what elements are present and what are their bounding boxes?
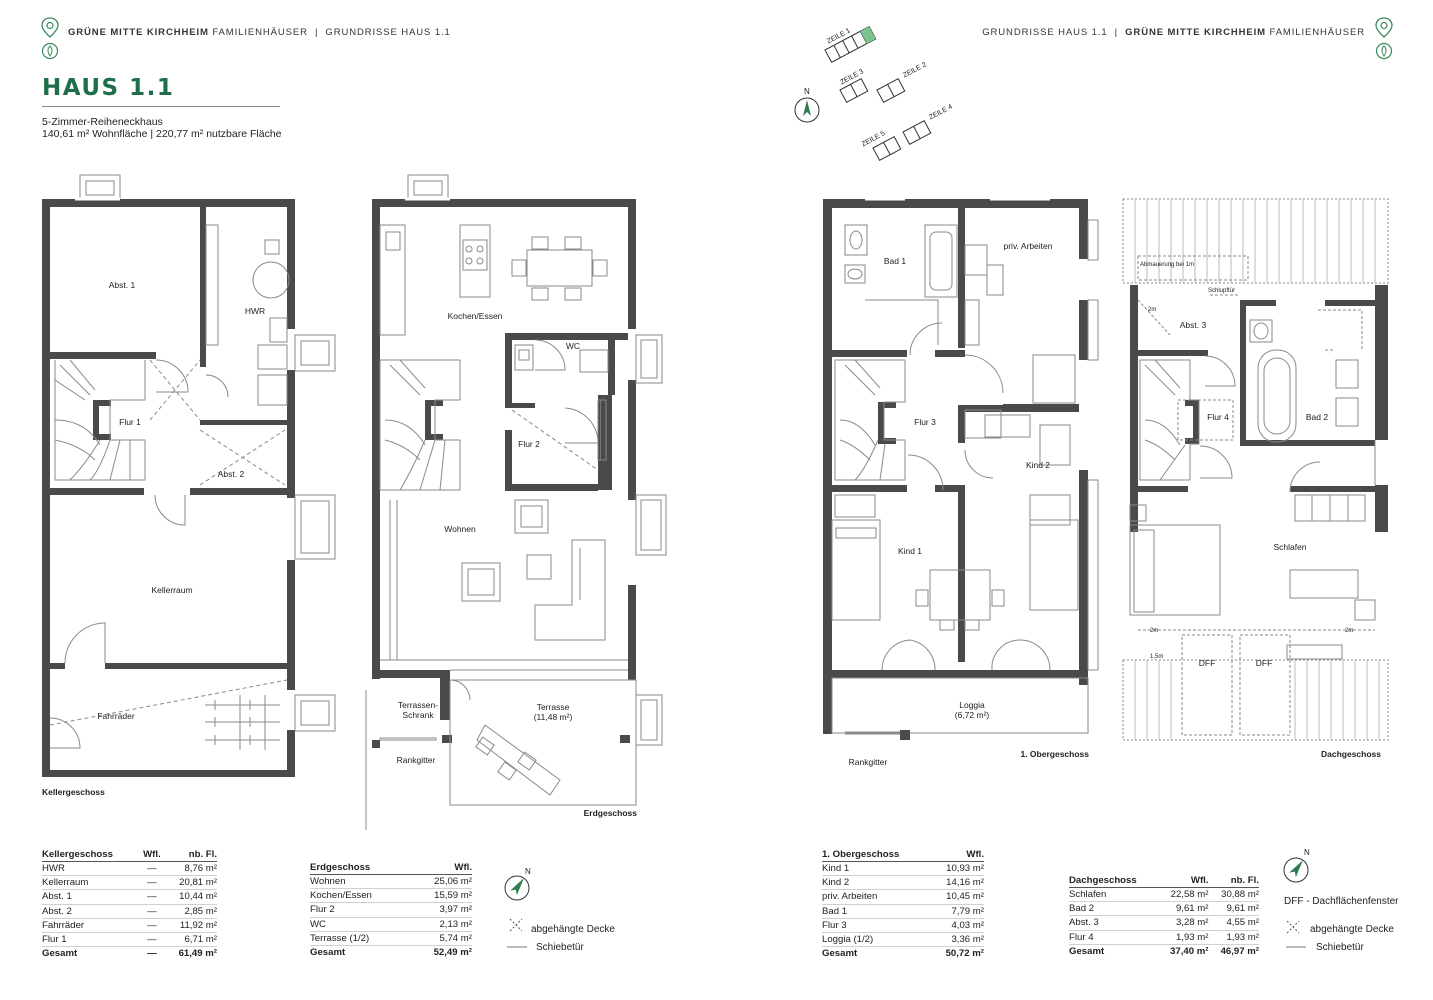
label-dachgeschoss: Dachgeschoss bbox=[1321, 749, 1381, 759]
room-schlafen: Schlafen bbox=[1273, 542, 1306, 552]
dim-2m-a: 2m bbox=[1148, 307, 1156, 313]
label-erdgeschoss: Erdgeschoss bbox=[584, 808, 638, 818]
ceiling-icon-right bbox=[1286, 920, 1300, 934]
house-type: 5-Zimmer-Reiheneckhaus bbox=[42, 116, 163, 128]
house-areas: 140,61 m² Wohnfläche | 220,77 m² nutzbar… bbox=[42, 128, 282, 140]
room-kind2: Kind 2 bbox=[1026, 460, 1050, 470]
room-abst2: Abst. 2 bbox=[218, 469, 245, 479]
room-fahrraeder: Fahrräder bbox=[97, 711, 134, 721]
room-kellerraum: Kellerraum bbox=[151, 585, 192, 595]
table-row: Abst. 1—10,44 m² bbox=[42, 889, 217, 905]
table-row: Flur 1—6,71 m² bbox=[42, 932, 217, 948]
room-flur1: Flur 1 bbox=[119, 417, 141, 427]
dff-2: DFF bbox=[1256, 658, 1273, 668]
room-flur4: Flur 4 bbox=[1207, 412, 1229, 422]
table-row: Loggia (1/2)3,36 m² bbox=[822, 932, 984, 948]
table-total: Gesamt—61,49 m² bbox=[42, 946, 217, 961]
header-right: GRUNDRISSE HAUS 1.1 | GRÜNE MITTE KIRCHH… bbox=[982, 27, 1365, 38]
plan-keller bbox=[42, 174, 336, 777]
dim-2m-b: 2m bbox=[1150, 628, 1158, 634]
rankgitter-erd: Rankgitter bbox=[397, 755, 436, 765]
table-row: Fahrräder—11,92 m² bbox=[42, 918, 217, 934]
location-pin-icon bbox=[41, 17, 59, 60]
svg-text:N: N bbox=[804, 87, 810, 96]
rankgitter-ober: Rankgitter bbox=[849, 757, 888, 767]
note-schlupftuer: Schlupftür bbox=[1208, 288, 1235, 294]
sliding-door-icon-right bbox=[1286, 946, 1306, 948]
plan-dach bbox=[1122, 198, 1389, 741]
room-loggia: Loggia bbox=[959, 700, 985, 710]
compass-icon: N bbox=[504, 867, 531, 901]
dim-2m-c: 2m bbox=[1345, 628, 1353, 634]
location-pin-icon-right bbox=[1375, 17, 1393, 60]
label-kellergeschoss: Kellergeschoss bbox=[42, 787, 105, 797]
room-bad1: Bad 1 bbox=[884, 256, 906, 266]
label-obergeschoss: 1. Obergeschoss bbox=[1020, 749, 1089, 759]
table-row: Abst. 2—2,85 m² bbox=[42, 904, 217, 919]
title-divider bbox=[42, 106, 280, 107]
legend-left: N abgehängte Decke Schiebetür bbox=[503, 862, 623, 962]
compass-icon-right: N bbox=[1283, 848, 1310, 883]
floor-plans: Abst. 1 HWR Flur 1 Abst. 2 Kellerraum Fa… bbox=[42, 174, 1389, 830]
room-priv-arbeiten: priv. Arbeiten bbox=[1004, 241, 1053, 251]
house-title: HAUS 1.1 bbox=[42, 75, 175, 101]
room-terrassenschrank-2: Schrank bbox=[402, 710, 434, 720]
table-row: Terrasse (1/2)5,74 m² bbox=[310, 931, 472, 947]
room-terrasse-area: (11,48 m²) bbox=[534, 712, 573, 722]
room-loggia-area: (6,72 m²) bbox=[955, 710, 990, 720]
svg-text:N: N bbox=[525, 867, 531, 876]
room-terrassenschrank-1: Terrassen- bbox=[398, 700, 438, 710]
table-keller: Kellergeschoss Wfl. nb. Fl. HWR—8,76 m² … bbox=[42, 848, 217, 961]
plan-erd bbox=[365, 174, 667, 830]
room-wohnen: Wohnen bbox=[444, 524, 476, 534]
ceiling-icon bbox=[509, 918, 523, 932]
compass-icon bbox=[794, 97, 820, 123]
room-flur3: Flur 3 bbox=[914, 417, 936, 427]
room-wc: WC bbox=[566, 341, 580, 351]
dff-1: DFF bbox=[1199, 658, 1216, 668]
table-row: Kellerraum—20,81 m² bbox=[42, 875, 217, 891]
room-abst1: Abst. 1 bbox=[109, 280, 136, 290]
svg-text:N: N bbox=[1304, 848, 1310, 857]
room-kochen: Kochen/Essen bbox=[448, 311, 503, 321]
room-kind1: Kind 1 bbox=[898, 546, 922, 556]
header-left: GRÜNE MITTE KIRCHHEIM FAMILIENHÄUSER | G… bbox=[68, 27, 451, 38]
legend-right: N DFF - Dachflächenfenster abgehängte De… bbox=[1280, 846, 1430, 956]
dim-15m: 1,5m bbox=[1150, 654, 1163, 660]
room-bad2: Bad 2 bbox=[1306, 412, 1328, 422]
note-abmauerung: Abmauerung bei 1m bbox=[1140, 262, 1194, 268]
room-flur2: Flur 2 bbox=[518, 439, 540, 449]
room-terrasse: Terrasse bbox=[537, 702, 570, 712]
bicycle-icons bbox=[205, 695, 280, 750]
table-row: HWR—8,76 m² bbox=[42, 861, 217, 877]
plan-ober bbox=[823, 197, 1099, 740]
sliding-door-icon bbox=[507, 946, 527, 948]
room-abst3: Abst. 3 bbox=[1180, 320, 1207, 330]
room-hwr: HWR bbox=[245, 306, 265, 316]
site-plan: ZEILE 1 ZEILE 3 ZEILE 2 ZEILE 5 ZEILE 4 … bbox=[794, 25, 954, 162]
